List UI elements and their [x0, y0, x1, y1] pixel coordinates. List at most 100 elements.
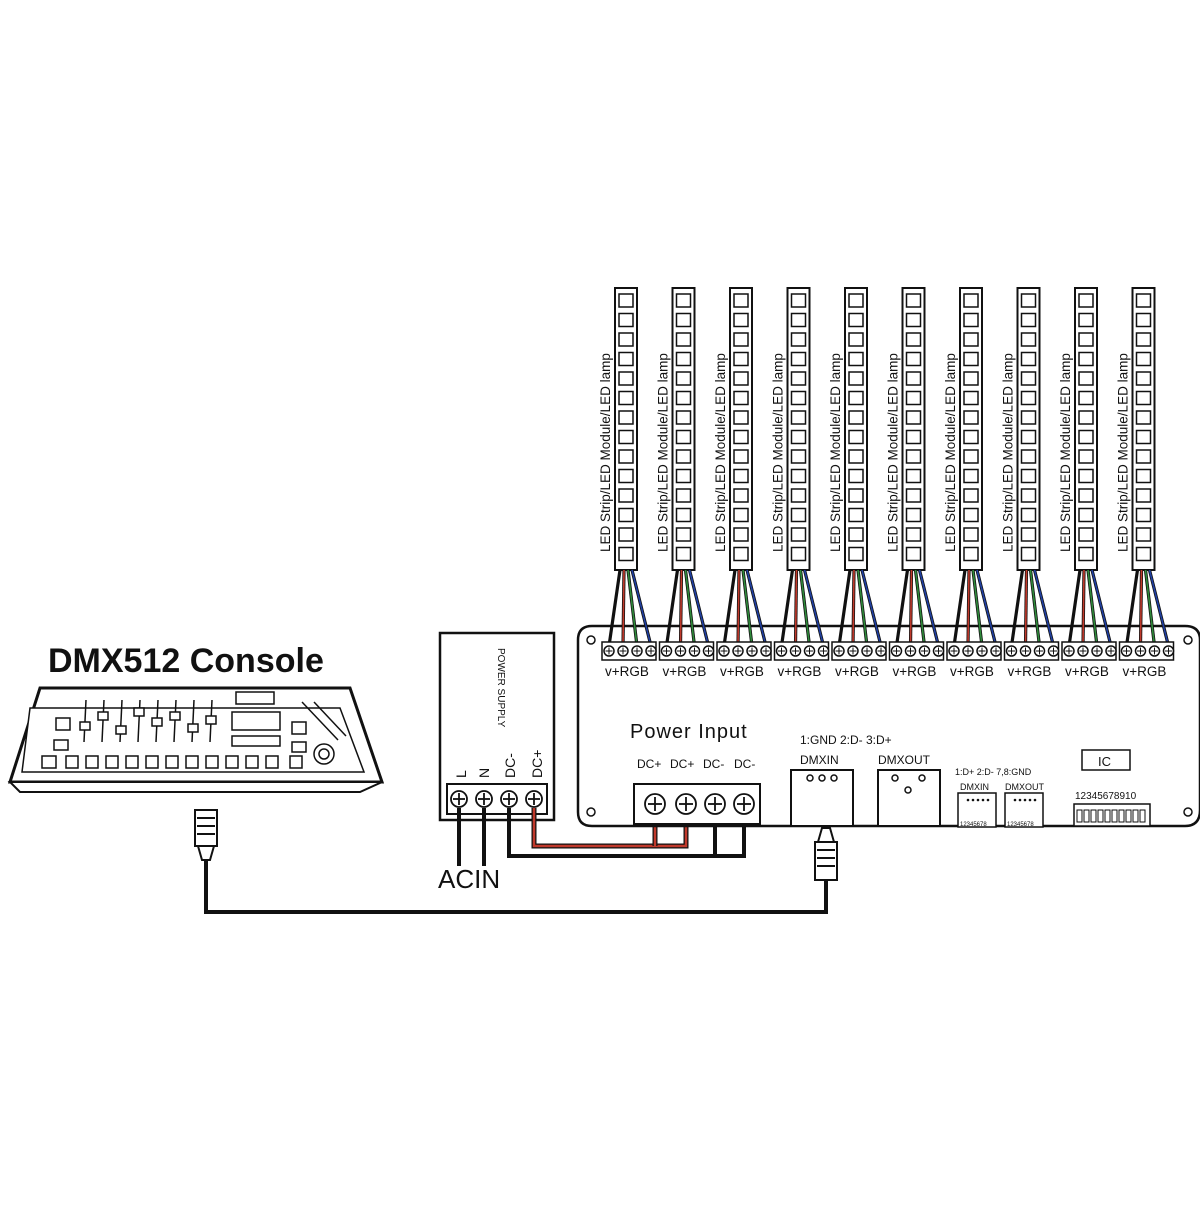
led-wire-core: [1144, 569, 1156, 647]
led-chip: [905, 546, 922, 562]
led-wire-core: [857, 569, 868, 647]
led-wire-core: [976, 569, 997, 647]
led-chip: [848, 507, 864, 523]
rj45-dmxin-pins: 12345678: [960, 822, 987, 828]
console-buttons: [41, 755, 303, 769]
led-chip: [905, 293, 922, 308]
led-chip: [675, 488, 692, 503]
led-wire-core: [1033, 569, 1055, 647]
console-title: DMX512 Console: [48, 642, 324, 680]
power-input-label: Power Input: [630, 721, 748, 743]
led-chip: [1020, 332, 1037, 347]
led-chip: [790, 390, 807, 406]
led-chip: [618, 507, 634, 523]
led-chip: [848, 546, 864, 562]
led-chip: [618, 351, 634, 367]
led-chip: [1078, 488, 1094, 503]
led-chip: [733, 371, 749, 386]
led-chip: [963, 429, 979, 445]
led-chip: [618, 488, 634, 503]
led-chip: [733, 332, 749, 347]
led-chip: [848, 449, 864, 464]
led-chip: [675, 546, 692, 562]
led-wire-core: [684, 569, 696, 647]
led-chip: [790, 507, 807, 523]
led-chip: [1020, 546, 1037, 562]
led-chip: [963, 488, 979, 503]
led-chip: [618, 312, 634, 328]
led-chip: [790, 410, 807, 425]
led-wire-core: [1087, 569, 1098, 647]
led-chip: [1020, 371, 1037, 386]
led-chip: [733, 527, 749, 542]
led-wire-core: [780, 569, 794, 647]
led-terminal-label: v+RGB: [1123, 664, 1167, 679]
led-wire-core: [665, 569, 679, 647]
led-chip: [848, 527, 864, 542]
led-chip: [1135, 468, 1152, 484]
led-chip: [675, 507, 692, 523]
led-chip: [848, 429, 864, 445]
ac-input-label: ACIN: [438, 864, 500, 894]
led-chip: [618, 468, 634, 484]
power-input-terminals: [644, 793, 755, 815]
rj45-dmxin-socket: [957, 792, 997, 828]
led-strip-label: LED Strip/LED Module/LED lamp: [828, 353, 843, 552]
led-chip: [1020, 390, 1037, 406]
led-chip: [733, 351, 749, 367]
led-chip: [963, 527, 979, 542]
dmxout-label: DMXOUT: [878, 753, 931, 767]
led-strip-label: LED Strip/LED Module/LED lamp: [1001, 353, 1016, 552]
led-channel-10: LED Strip/LED Module/LED lamp v+RGB: [1116, 287, 1175, 679]
led-chip: [848, 293, 864, 308]
led-strip-label: LED Strip/LED Module/LED lamp: [1116, 353, 1131, 552]
led-wire-core: [1091, 569, 1112, 647]
led-wire-core: [1148, 569, 1170, 647]
led-chip: [1135, 332, 1152, 347]
led-chip: [1135, 410, 1152, 425]
led-chip: [790, 429, 807, 445]
led-wire-core: [746, 569, 767, 647]
led-chip: [675, 332, 692, 347]
power-supply: POWER SUPPLY L N DC- DC+: [438, 631, 556, 822]
ps-terminal-l-label: L: [453, 770, 469, 778]
led-chip: [1020, 410, 1037, 425]
led-chip: [963, 507, 979, 523]
rj45-pinout-label: 1:D+ 2:D- 7,8:GND: [955, 767, 1032, 777]
led-wire-core: [794, 569, 798, 647]
led-chip: [1078, 332, 1094, 347]
led-wire-core: [895, 569, 909, 647]
led-chip: [790, 546, 807, 562]
dmxin-label: DMXIN: [800, 753, 839, 767]
led-chip: [963, 293, 979, 308]
ps-terminal-n-label: N: [476, 768, 492, 778]
led-terminal-label: v+RGB: [1065, 664, 1109, 679]
led-wire-core: [972, 569, 983, 647]
led-chip: [1078, 312, 1094, 328]
led-wire-core: [1139, 569, 1143, 647]
led-chip: [905, 429, 922, 445]
led-wire-core: [1068, 569, 1081, 647]
led-chip: [905, 371, 922, 386]
led-chip: [790, 449, 807, 464]
led-wire-core: [803, 569, 825, 647]
led-chip: [1135, 371, 1152, 386]
led-chip: [733, 410, 749, 425]
led-chip: [675, 312, 692, 328]
led-chip: [675, 390, 692, 406]
led-wire-core: [627, 569, 638, 647]
led-chip: [1135, 293, 1152, 308]
led-terminal-label: v+RGB: [1008, 664, 1052, 679]
led-chip: [733, 507, 749, 523]
led-chip: [905, 468, 922, 484]
led-wire-core: [742, 569, 753, 647]
led-wire-core: [631, 569, 652, 647]
led-chip: [848, 488, 864, 503]
led-chip: [790, 312, 807, 328]
led-strip-label: LED Strip/LED Module/LED lamp: [1058, 353, 1073, 552]
led-wire-core: [1082, 569, 1085, 647]
led-chip: [963, 351, 979, 367]
